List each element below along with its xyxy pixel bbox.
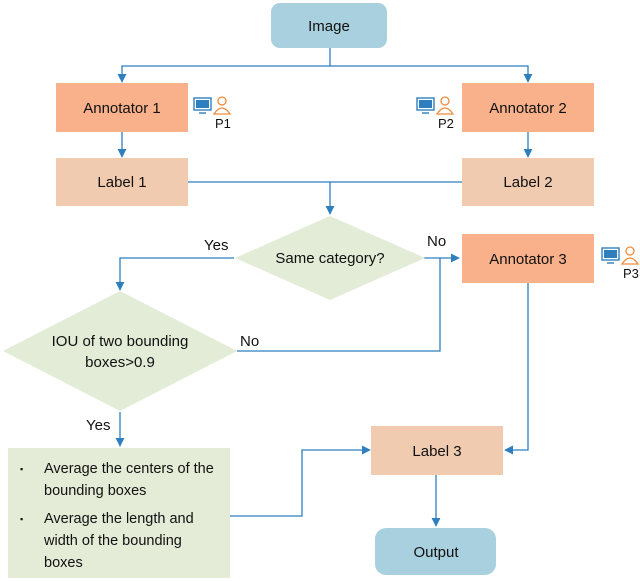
- iou-decision-label-line1: IOU of two bounding: [52, 333, 189, 350]
- iou-decision: IOU of two bounding boxes>0.9: [3, 291, 237, 411]
- iou-decision-label-line2: boxes>0.9: [85, 354, 155, 371]
- same-category-decision: Same category?: [235, 216, 425, 300]
- annotator3-node-shape: [462, 234, 594, 283]
- edge-label1-to-decision: [188, 181, 335, 215]
- output-node: Output: [375, 528, 496, 575]
- label3-node-label: Label 3: [412, 443, 461, 460]
- averaging-box: ▪ Average the centers of the bounding bo…: [8, 448, 230, 578]
- annotator1-tag: P1: [193, 96, 232, 131]
- person-icon: [212, 96, 232, 115]
- label2-node: Label 2: [462, 158, 594, 206]
- edge-label-iou-yes: Yes: [86, 417, 110, 434]
- annotator2-node: Annotator 2: [462, 83, 594, 132]
- annotator1-node: Annotator 1: [56, 83, 188, 132]
- edge-image-to-annotator2: [330, 65, 533, 83]
- bullet-icon: ▪: [20, 464, 24, 474]
- averaging-item-size-text: Average the length and width of the boun…: [44, 511, 194, 571]
- annotator1-node-label: Annotator 1: [83, 100, 161, 117]
- person-icon: [620, 246, 640, 265]
- annotator1-node-shape: [56, 83, 188, 132]
- label2-node-shape: [462, 158, 594, 206]
- label2-node-label: Label 2: [503, 174, 552, 191]
- edge-same-yes-to-iou: [115, 257, 234, 291]
- label1-node-shape: [56, 158, 188, 206]
- image-node: Image: [271, 3, 387, 48]
- same-category-decision-shape: [235, 216, 425, 300]
- iou-decision-shape: [3, 291, 237, 411]
- label3-node-shape: [371, 426, 503, 475]
- label1-node-label: Label 1: [97, 174, 146, 191]
- annotator2-tag: P2: [416, 96, 455, 131]
- annotator1-tag-label: P1: [215, 116, 231, 131]
- bullet-icon: ▪: [20, 514, 24, 524]
- output-node-label: Output: [413, 544, 459, 561]
- edge-label-same-yes: Yes: [204, 237, 228, 254]
- edge-annotator3-to-label3: [504, 283, 529, 455]
- annotator2-node-label: Annotator 2: [489, 100, 567, 117]
- same-category-decision-label: Same category?: [275, 250, 384, 267]
- averaging-item-centers-text: Average the centers of the bounding boxe…: [44, 461, 214, 499]
- annotator2-node-shape: [462, 83, 594, 132]
- annotator2-tag-label: P2: [438, 116, 454, 131]
- edge-label-same-no: No: [427, 233, 446, 250]
- label1-node: Label 1: [56, 158, 188, 206]
- image-node-label: Image: [308, 18, 350, 35]
- image-node-shape: [271, 3, 387, 48]
- annotator3-node: Annotator 3: [462, 234, 594, 283]
- edge-iou-no-to-annotator3: [237, 258, 441, 352]
- annotator3-tag-label: P3: [623, 266, 639, 281]
- edge-label-iou-no: No: [240, 333, 259, 350]
- annotator3-node-label: Annotator 3: [489, 251, 567, 268]
- averaging-item-centers: ▪ Average the centers of the bounding bo…: [20, 458, 224, 502]
- edge-average-to-label3: [230, 445, 371, 517]
- person-icon: [435, 96, 455, 115]
- averaging-item-size: ▪ Average the length and width of the bo…: [20, 508, 224, 574]
- monitor-icon: [601, 247, 620, 264]
- label3-node: Label 3: [371, 426, 503, 475]
- edge-image-to-annotator1: [117, 48, 331, 83]
- monitor-icon: [416, 97, 435, 114]
- annotator3-tag: P3: [601, 246, 640, 281]
- output-node-shape: [375, 528, 496, 575]
- monitor-icon: [193, 97, 212, 114]
